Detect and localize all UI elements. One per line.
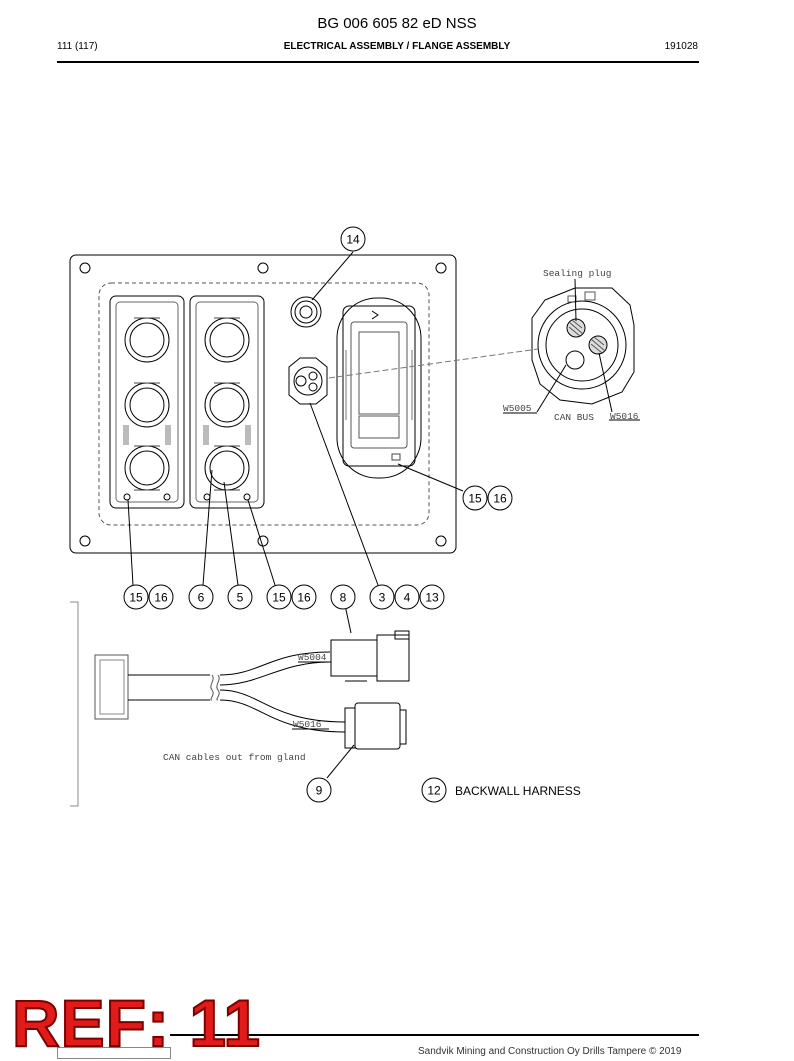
label-w5004: W5004 [298, 652, 327, 663]
label-w5016-top: W5016 [610, 411, 639, 422]
flange-plate [69, 254, 457, 554]
callout-circle-16-left [148, 584, 174, 610]
footer-copyright: Sandvik Mining and Construction Oy Drill… [418, 1046, 682, 1057]
callout-16-left: 16 [154, 591, 168, 605]
connector-block-middle [189, 295, 265, 509]
footer-rule [170, 1034, 699, 1036]
callout-circle-15-mid [266, 584, 292, 610]
callout-16-mid: 16 [297, 591, 311, 605]
label-w5005: W5005 [503, 403, 532, 414]
page-number: 111 (117) [57, 41, 98, 52]
callout-12: 12 [427, 784, 441, 798]
label-can-bus: CAN BUS [554, 412, 594, 423]
can-gland [288, 357, 328, 405]
rectangular-connector [336, 297, 422, 479]
callout-13: 13 [425, 591, 439, 605]
leader-15-16-mid [247, 499, 276, 586]
label-sealing-plug: Sealing plug [543, 268, 611, 279]
callout-circle-13 [419, 584, 445, 610]
leader-15-16-right [397, 463, 464, 492]
leader-w5016-top [598, 352, 613, 413]
callout-15-left: 15 [129, 591, 143, 605]
callout-9: 9 [316, 784, 323, 798]
detail-link-line [328, 348, 539, 379]
sealing-plug-detail [531, 287, 635, 405]
callout-4: 4 [404, 591, 411, 605]
callout-circle-16-right [487, 485, 513, 511]
callout-6: 6 [198, 591, 205, 605]
section-title: ELECTRICAL ASSEMBLY / FLANGE ASSEMBLY [283, 41, 511, 52]
leader-8 [344, 604, 352, 634]
document-title: BG 006 605 82 eD NSS [317, 15, 477, 32]
callout-circle-15-left [123, 584, 149, 610]
callout-circle-9 [306, 777, 332, 803]
header-rule [57, 61, 699, 63]
callout-16-right: 16 [493, 492, 507, 506]
label-w5016-bottom: W5016 [293, 719, 322, 730]
mounting-holes [79, 262, 447, 547]
callout-circle-8 [330, 584, 356, 610]
callout-circle-5 [227, 584, 253, 610]
leader-9 [326, 744, 355, 779]
label-can-cables: CAN cables out from gland [163, 752, 306, 763]
callout-14: 14 [346, 233, 360, 247]
leader-3-4-13 [309, 402, 379, 586]
document-date: 191028 [664, 41, 698, 52]
callout-circle-15-right [462, 485, 488, 511]
callout-circle-14 [340, 226, 366, 252]
callout-3: 3 [379, 591, 386, 605]
callout-15-right: 15 [468, 492, 482, 506]
callout-circle-12 [421, 777, 447, 803]
callout-circle-3 [369, 584, 395, 610]
label-backwall-harness: BACKWALL HARNESS [455, 784, 581, 798]
leader-15-16-left [127, 499, 134, 586]
cable-gland-small [290, 296, 322, 328]
leader-w5005 [536, 364, 567, 413]
callout-8: 8 [340, 591, 347, 605]
leader-14 [311, 251, 354, 301]
callout-circle-6 [188, 584, 214, 610]
flange-inner-outline [98, 282, 430, 526]
leader-5 [223, 481, 239, 586]
leader-sealing-plug [574, 278, 577, 322]
callout-15-mid: 15 [272, 591, 286, 605]
ref-watermark: REF: 11 [11, 985, 262, 1061]
callout-circle-4 [394, 584, 420, 610]
connector-block-left [109, 295, 185, 509]
leader-6 [202, 469, 213, 586]
callout-5: 5 [237, 591, 244, 605]
backwall-harness [70, 601, 410, 807]
callout-circle-16-mid [291, 584, 317, 610]
